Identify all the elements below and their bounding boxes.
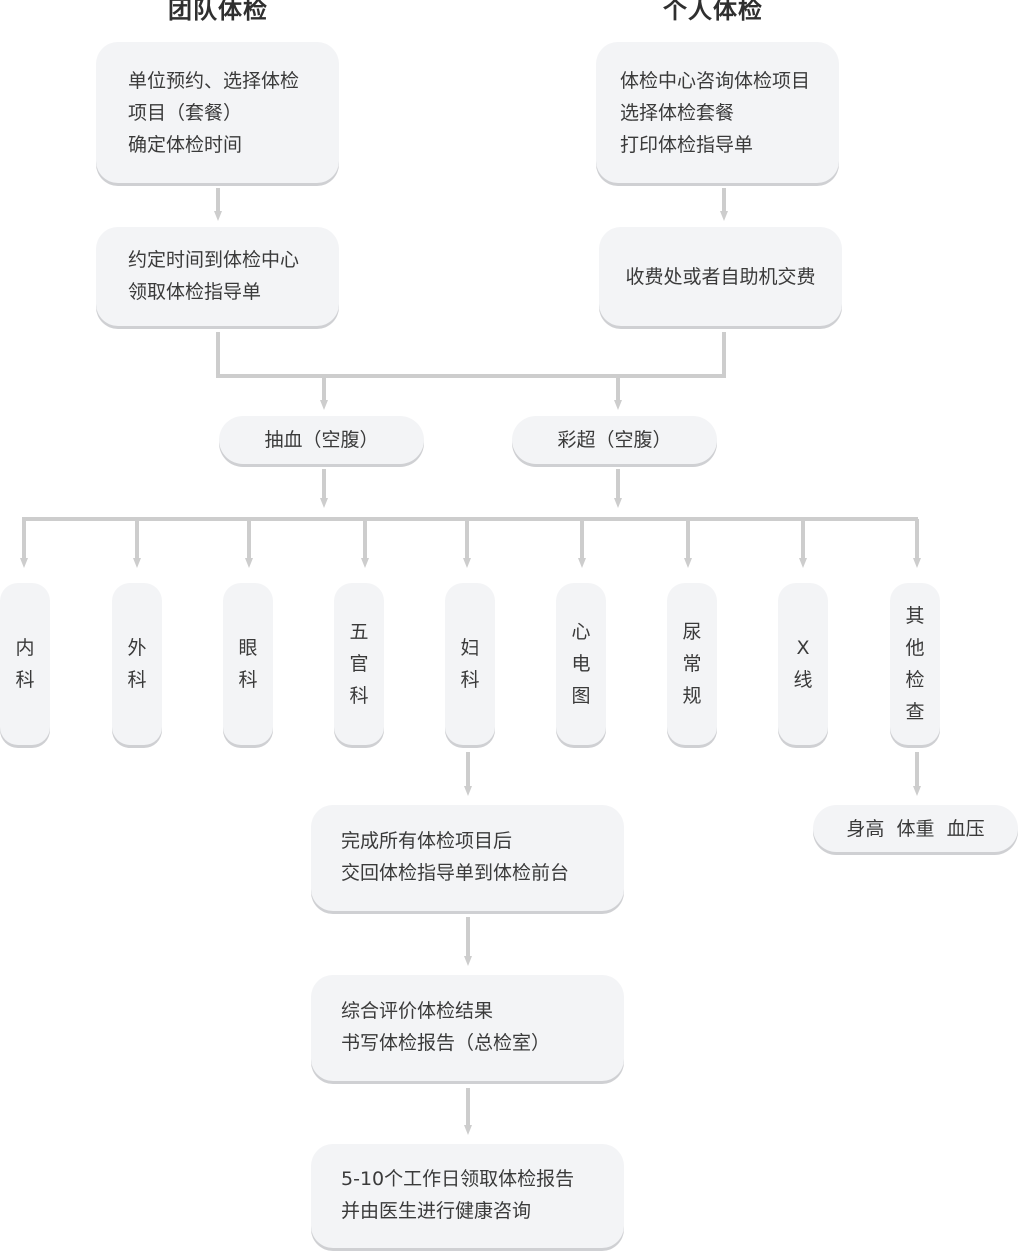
dept-internal-medicine: 内科 <box>0 583 50 745</box>
team-step2-box: 约定时间到体检中心 领取体检指导单 <box>96 227 339 326</box>
dept-label: 眼科 <box>238 637 258 691</box>
team-step1-line1: 单位预约、选择体检 <box>128 70 300 92</box>
ultrasound-label: 彩超（空腹） <box>557 429 672 451</box>
team-step1-box: 单位预约、选择体检 项目（套餐） 确定体检时间 <box>96 42 339 183</box>
personal-exam-heading: 个人体检 <box>663 0 763 24</box>
dept-label: 尿常规 <box>682 621 702 707</box>
ultrasound-box: 彩超（空腹） <box>512 416 717 464</box>
personal-step2-box: 收费处或者自助机交费 <box>599 227 842 326</box>
dept-ophthalmology: 眼科 <box>223 583 273 745</box>
dept-ent: 五官科 <box>334 583 384 745</box>
dept-xray: X线 <box>778 583 828 745</box>
team-step2-line1: 约定时间到体检中心 <box>128 249 300 271</box>
personal-step1-line1: 体检中心咨询体检项目 <box>620 70 811 92</box>
personal-step1-line2: 选择体检套餐 <box>620 102 735 124</box>
merge-connector <box>216 332 726 378</box>
dept-urinalysis: 尿常规 <box>667 583 717 745</box>
dept-label: X线 <box>793 637 813 691</box>
dept-label: 妇科 <box>460 637 480 691</box>
other-exam-detail-box: 身高 体重 血压 <box>813 805 1018 852</box>
other-exam-detail-label: 身高 体重 血压 <box>846 817 985 840</box>
personal-step2-label: 收费处或者自助机交费 <box>625 265 816 288</box>
dept-surgery: 外科 <box>112 583 162 745</box>
collect-report-box: 5-10个工作日领取体检报告 并由医生进行健康咨询 <box>311 1144 624 1248</box>
blood-draw-box: 抽血（空腹） <box>219 416 424 464</box>
dept-ecg: 心电图 <box>556 583 606 745</box>
personal-step1-box: 体检中心咨询体检项目 选择体检套餐 打印体检指导单 <box>596 42 839 183</box>
team-exam-heading: 团队体检 <box>168 0 268 24</box>
team-step1-line2: 项目（套餐） <box>128 102 243 124</box>
collect-line2: 并由医生进行健康咨询 <box>341 1200 532 1222</box>
team-step2-line2: 领取体检指导单 <box>128 281 262 303</box>
dept-label: 外科 <box>127 637 147 691</box>
evaluate-report-box: 综合评价体检结果 书写体检报告（总检室） <box>311 975 624 1081</box>
dept-label: 心电图 <box>571 621 591 707</box>
submit-guide-box: 完成所有体检项目后 交回体检指导单到体检前台 <box>311 805 624 911</box>
team-step1-line3: 确定体检时间 <box>128 134 243 156</box>
evaluate-line1: 综合评价体检结果 <box>341 1000 494 1022</box>
submit-line2: 交回体检指导单到体检前台 <box>341 862 570 884</box>
dept-label: 五官科 <box>349 621 369 707</box>
personal-step1-line3: 打印体检指导单 <box>620 134 754 156</box>
collect-line1: 5-10个工作日领取体检报告 <box>341 1168 575 1190</box>
dept-label: 其他检查 <box>905 605 925 723</box>
evaluate-line2: 书写体检报告（总检室） <box>341 1032 551 1054</box>
dept-other-exams: 其他检查 <box>890 583 940 745</box>
dept-gynecology: 妇科 <box>445 583 495 745</box>
blood-draw-label: 抽血（空腹） <box>264 429 379 451</box>
submit-line1: 完成所有体检项目后 <box>341 830 513 852</box>
dept-label: 内科 <box>15 637 35 691</box>
